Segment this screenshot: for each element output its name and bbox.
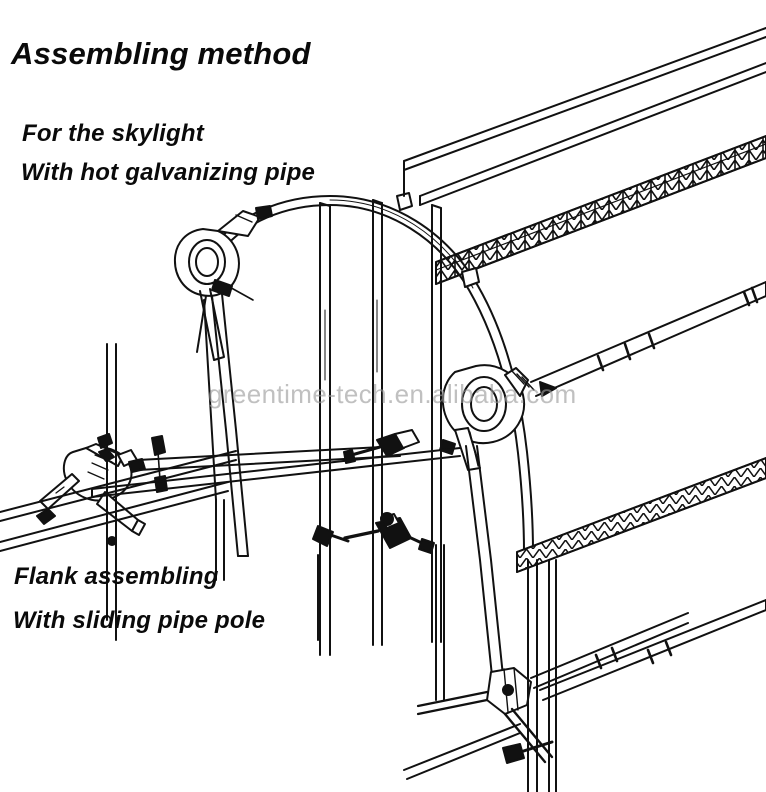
joint-truss bbox=[461, 267, 480, 288]
column-far-right-2 bbox=[548, 559, 557, 792]
diagonal-brace-2 bbox=[91, 447, 461, 498]
column-far-right bbox=[527, 559, 538, 792]
lower-left-rail bbox=[0, 450, 237, 522]
reel-wheel-left bbox=[173, 205, 273, 361]
drive-shaft bbox=[530, 281, 766, 397]
top-purlin-lower bbox=[419, 62, 766, 206]
label-skylight-line1: For the skylight bbox=[22, 120, 204, 147]
column-center-2 bbox=[372, 199, 383, 646]
clamp-mid bbox=[343, 429, 420, 464]
column-right bbox=[431, 204, 442, 643]
top-truss-rail bbox=[435, 135, 766, 285]
arch-rib-inner bbox=[329, 199, 474, 289]
column-stub-2 bbox=[215, 499, 225, 581]
column-stub-4 bbox=[435, 544, 445, 701]
page-title: Assembling method bbox=[11, 36, 311, 71]
label-skylight-line2: With hot galvanizing pipe bbox=[21, 159, 316, 186]
joint-ridge bbox=[396, 164, 413, 211]
lower-right-pipe bbox=[539, 599, 766, 701]
reel-left-legs bbox=[203, 293, 249, 557]
bottom-truss-rail bbox=[516, 457, 766, 573]
label-flank-line2: With sliding pipe pole bbox=[13, 607, 266, 634]
column-center-1 bbox=[319, 202, 331, 656]
diagonal-brace bbox=[137, 435, 401, 493]
lower-left-rail-2 bbox=[0, 481, 229, 552]
label-flank-line1: Flank assembling bbox=[14, 563, 219, 590]
bracket-plate bbox=[416, 612, 689, 764]
reel-wheel-right bbox=[439, 364, 557, 677]
top-purlin-upper bbox=[403, 27, 766, 171]
clamp-lower bbox=[312, 512, 435, 554]
lower-right-pipe-2 bbox=[403, 723, 521, 780]
